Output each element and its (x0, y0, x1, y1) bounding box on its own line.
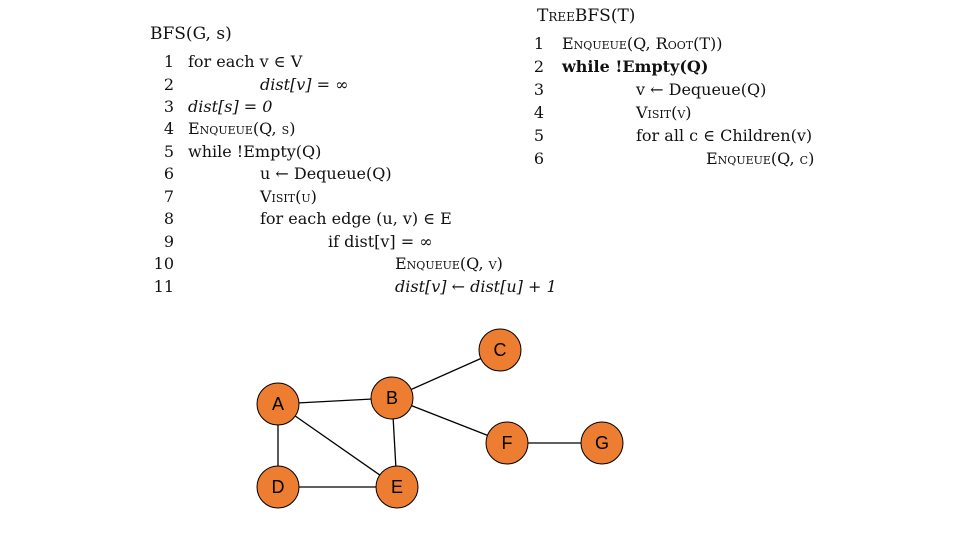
line-number: 3 (163, 97, 174, 116)
line-number: 8 (163, 209, 174, 228)
node-circle (256, 382, 300, 426)
line-code: for each edge (u, v) ∈ E (260, 209, 452, 228)
node-E: E (375, 465, 419, 509)
node-circle (485, 421, 529, 465)
line-number: 3 (533, 80, 544, 99)
node-circle (580, 421, 624, 465)
node-label: D (272, 477, 285, 497)
line-code: if dist[v] = ∞ (328, 232, 433, 251)
node-F: F (485, 421, 529, 465)
line-number: 10 (153, 254, 174, 273)
line-code: for all c ∈ Children(v) (636, 126, 813, 145)
line-code: dist[s] = 0 (188, 97, 273, 116)
line-number: 5 (533, 126, 544, 145)
node-circle (478, 328, 522, 372)
graph-edges (277, 349, 602, 488)
line-code: Enqueue(Q, Root(T)) (562, 34, 723, 53)
node-B: B (370, 376, 414, 420)
node-circle (370, 376, 414, 420)
line-code: Visit(u) (260, 187, 317, 206)
line-code: while !Empty(Q) (562, 57, 709, 76)
node-label: A (272, 394, 284, 414)
node-label: E (391, 477, 403, 497)
line-code: Enqueue(Q, s) (188, 119, 296, 138)
line-code: Enqueue(Q, v) (395, 254, 503, 273)
line-number: 6 (533, 149, 544, 168)
graph-nodes: A B C D E F G (256, 328, 624, 509)
line-code: u ← Dequeue(Q) (260, 164, 392, 183)
node-A: A (256, 382, 300, 426)
line-number: 9 (163, 232, 174, 251)
node-label: G (595, 433, 609, 453)
line-code: dist[v] ← dist[u] + 1 (395, 277, 557, 296)
line-number: 4 (163, 119, 174, 138)
line-number: 2 (163, 75, 174, 94)
bfs-title: BFS(G, s) (150, 24, 232, 44)
line-number: 1 (163, 52, 174, 71)
node-label: F (502, 433, 513, 453)
line-number: 7 (163, 187, 174, 206)
line-number: 1 (533, 34, 544, 53)
line-number: 2 (533, 57, 544, 76)
node-D: D (256, 465, 300, 509)
node-G: G (580, 421, 624, 465)
line-number: 4 (533, 103, 544, 122)
node-circle (256, 465, 300, 509)
line-number: 11 (153, 277, 174, 296)
line-code: Enqueue(Q, c) (706, 149, 815, 168)
line-number: 6 (163, 164, 174, 183)
line-number: 5 (163, 142, 174, 161)
line-code: while !Empty(Q) (188, 142, 322, 161)
node-C: C (478, 328, 522, 372)
line-code: for each v ∈ V (188, 52, 303, 71)
line-code: v ← Dequeue(Q) (636, 80, 767, 99)
node-label: B (386, 388, 398, 408)
node-circle (375, 465, 419, 509)
treebfs-title: TreeBFS(T) (537, 6, 636, 26)
line-code: Visit(v) (636, 103, 692, 122)
node-label: C (494, 340, 507, 360)
edge-A-E (277, 403, 398, 488)
line-code: dist[v] = ∞ (260, 75, 349, 94)
